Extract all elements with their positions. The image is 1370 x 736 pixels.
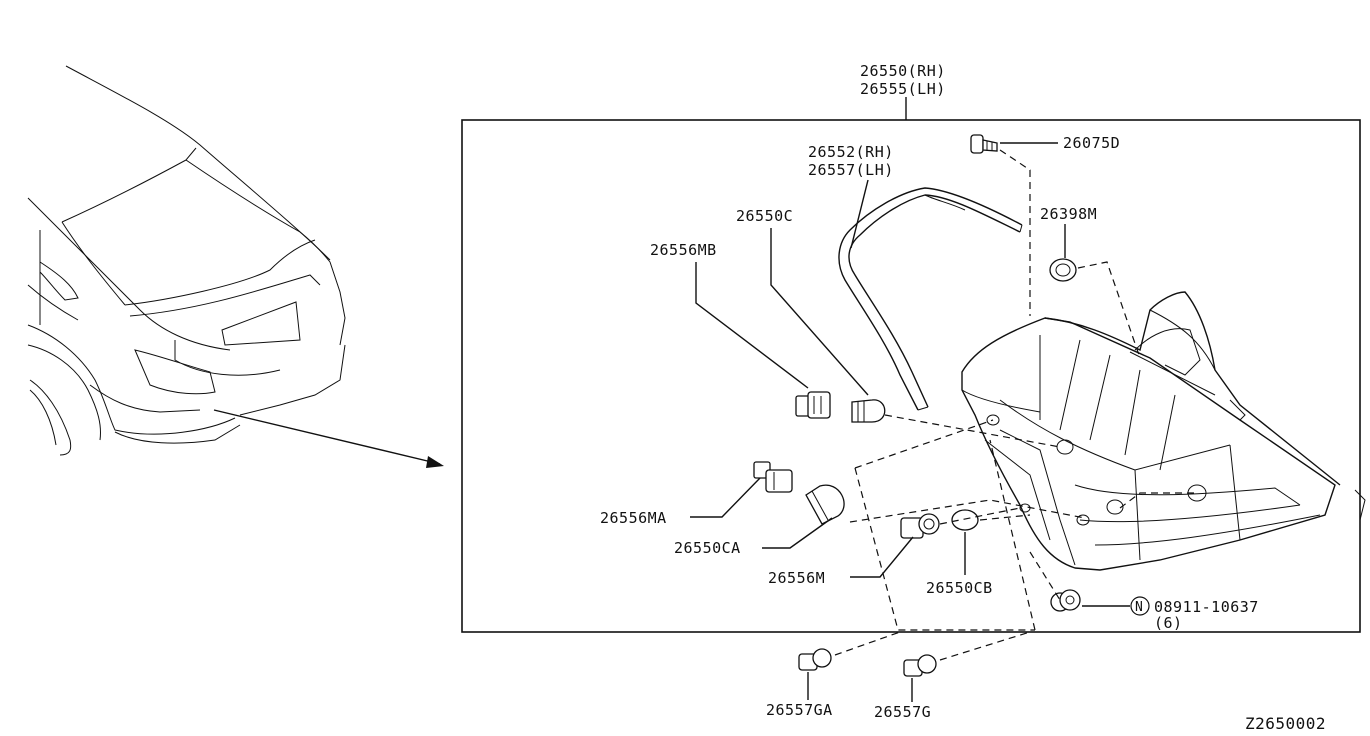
callout-arrow-line	[213, 409, 441, 465]
label-26557-lh: 26557(LH)	[808, 161, 894, 179]
assembly-dashed-lines	[834, 149, 1195, 661]
label-26550c: 26550C	[736, 207, 793, 225]
label-nut-qty: (6)	[1154, 614, 1183, 632]
clip-26398m	[1049, 258, 1077, 282]
nut-08911-10637	[1050, 589, 1081, 612]
label-26556m: 26556M	[768, 569, 825, 587]
socket-26556ma	[753, 461, 793, 493]
bulb-26550c	[851, 399, 886, 423]
screw-26075d	[970, 134, 998, 154]
label-26557g: 26557G	[874, 703, 931, 721]
arrow-head-icon	[426, 456, 444, 468]
label-26398m: 26398M	[1040, 205, 1097, 223]
label-26556ma: 26556MA	[600, 509, 667, 527]
diagram-code: Z2650002	[1245, 714, 1326, 733]
label-26552-rh: 26552(RH)	[808, 143, 894, 161]
socket-26556m	[900, 513, 940, 539]
car-rear-overview	[27, 65, 444, 468]
assembly-label-lh: 26555(LH)	[860, 80, 946, 98]
nut-symbol-circle	[1130, 596, 1150, 616]
label-26075d: 26075D	[1063, 134, 1120, 152]
label-26550ca: 26550CA	[674, 539, 741, 557]
label-26557ga: 26557GA	[766, 701, 833, 719]
label-26550cb: 26550CB	[926, 579, 993, 597]
rear-combination-lamp	[961, 291, 1366, 571]
label-26556mb: 26556MB	[650, 241, 717, 259]
socket-26556mb	[795, 391, 831, 419]
bulb-26557ga	[798, 648, 832, 671]
bulb-26550cb	[951, 509, 979, 531]
assembly-label-rh: 26550(RH)	[860, 62, 946, 80]
bulb-26557g	[903, 654, 937, 677]
bulb-26550ca	[805, 484, 845, 525]
lamp-gasket	[838, 187, 1023, 411]
nut-symbol-letter: N	[1135, 600, 1143, 615]
callout-frame	[461, 119, 1361, 633]
label-08911-10637: 08911-10637	[1154, 598, 1259, 616]
